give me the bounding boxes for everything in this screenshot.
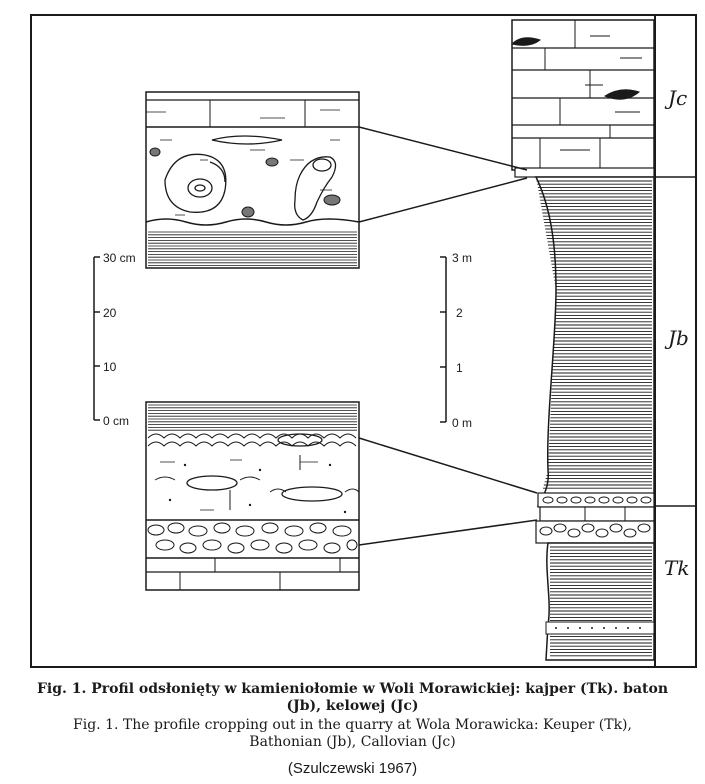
lower-panel-shale-hatching bbox=[148, 404, 357, 431]
unit-label-jc: Jc bbox=[664, 86, 687, 110]
caption-polish: Fig. 1. Profil odsłonięty w kamieniołomi… bbox=[0, 681, 705, 715]
matrix-dashes bbox=[160, 139, 340, 216]
m-scale-tick-3: 3 m bbox=[452, 251, 472, 265]
lower-detail-panel bbox=[145, 401, 360, 591]
ooid-grain bbox=[265, 157, 279, 167]
caption-polish-line-2: (Jb), kelowej (Jc) bbox=[286, 698, 419, 714]
caption-english-line-2: Bathonian (Jb), Callovian (Jc) bbox=[249, 734, 456, 750]
unit-label-jb: Jb bbox=[664, 326, 689, 350]
m-scale-tick-1: 1 bbox=[456, 361, 463, 375]
jc-fossil-lens bbox=[603, 89, 640, 100]
tk-oolite-pebbles bbox=[542, 496, 652, 504]
figure-frame bbox=[30, 14, 697, 668]
cm-scale-tick-10: 10 bbox=[103, 360, 117, 374]
shell-lens bbox=[186, 475, 238, 491]
ammonite-fossil bbox=[164, 153, 227, 213]
ooid-grain bbox=[149, 147, 161, 157]
conglomerate-pebbles bbox=[147, 522, 358, 554]
shell-lens bbox=[277, 433, 323, 447]
detail-connector-lines bbox=[358, 126, 538, 546]
upper-detail-panel bbox=[145, 91, 360, 269]
ooid-grain bbox=[241, 206, 255, 218]
cm-scale-tick-0: 0 cm bbox=[103, 414, 129, 428]
cm-scale-bar bbox=[93, 256, 100, 421]
source-citation: (Szulczewski 1967) bbox=[287, 760, 418, 777]
m-scale-tick-0: 0 m bbox=[452, 416, 472, 430]
main-profile-column bbox=[511, 19, 655, 661]
shell-bed-upper bbox=[147, 433, 357, 447]
quarry-profile-figure: Jc Jb Tk bbox=[30, 14, 697, 668]
jb-shale-hatching bbox=[536, 180, 652, 489]
jc-fossil-lens bbox=[511, 37, 542, 46]
caption-english: Fig. 1. The profile cropping out in the … bbox=[0, 717, 705, 751]
wavy-bedding-surface bbox=[145, 218, 360, 226]
tk-marl-hatching bbox=[550, 546, 652, 657]
m-scale-tick-2: 2 bbox=[456, 306, 463, 320]
cm-scale-tick-20: 20 bbox=[103, 306, 117, 320]
caption-english-line-1: Fig. 1. The profile cropping out in the … bbox=[73, 717, 632, 733]
ooid-grain bbox=[323, 194, 341, 206]
m-scale-bar bbox=[440, 256, 447, 423]
shell-lens bbox=[281, 486, 343, 502]
unit-label-tk: Tk bbox=[664, 556, 689, 580]
caption-polish-line-1: Fig. 1. Profil odsłonięty w kamieniołomi… bbox=[36, 681, 669, 697]
belemnite-fossil bbox=[211, 135, 283, 145]
upper-panel-shale-hatching bbox=[148, 231, 357, 267]
gastropod-fossil bbox=[294, 156, 337, 221]
cm-scale-tick-30: 30 cm bbox=[103, 251, 136, 265]
